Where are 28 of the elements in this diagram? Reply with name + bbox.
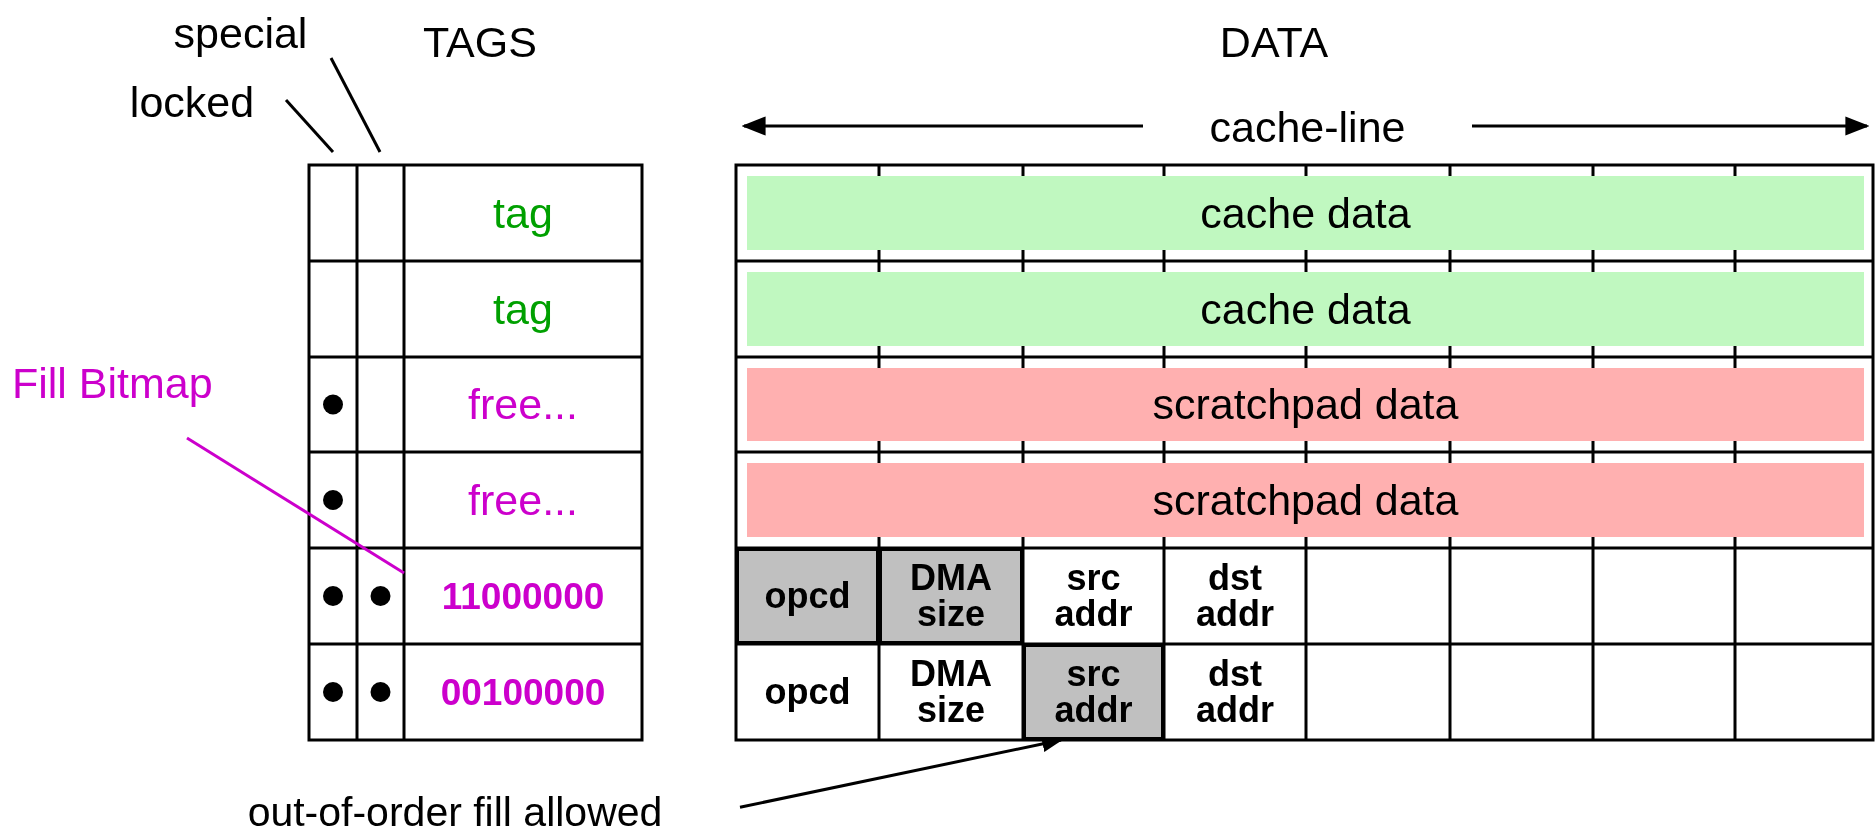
cache-data-bar: cache data [747, 272, 1864, 346]
leader-line [284, 99, 335, 153]
src-addr-field: src addr [1023, 644, 1164, 740]
column-label: special [150, 8, 331, 58]
opcode-field: opcd [736, 644, 879, 740]
leader-line [329, 57, 382, 153]
tag-text: free... [404, 452, 642, 548]
scratchpad-data-bar: scratchpad data [747, 463, 1864, 537]
leader-line [186, 436, 405, 575]
tag-text: tag [404, 261, 642, 357]
section-heading: TAGS [422, 17, 538, 68]
bitmap-text: 00100000 [404, 644, 642, 740]
section-heading: DATA [1218, 17, 1330, 68]
bitmap-text: 11000000 [404, 548, 642, 644]
cache-data-bar: cache data [747, 176, 1864, 250]
dma-size-field: DMA size [879, 644, 1023, 740]
dst-addr-field: dst addr [1164, 548, 1306, 644]
note-text: out-of-order fill allowed [170, 788, 740, 836]
dst-addr-field: dst addr [1164, 644, 1306, 740]
dma-size-field: DMA size [879, 548, 1023, 644]
dimension-text: cache-line [1208, 102, 1407, 153]
column-label: locked [98, 77, 286, 127]
src-addr-field: src addr [1023, 548, 1164, 644]
tag-text: tag [404, 165, 642, 261]
scratchpad-data-bar: scratchpad data [747, 368, 1864, 441]
tag-text: free... [404, 357, 642, 452]
callout-text: Fill Bitmap [12, 362, 272, 438]
opcode-field: opcd [736, 548, 879, 644]
